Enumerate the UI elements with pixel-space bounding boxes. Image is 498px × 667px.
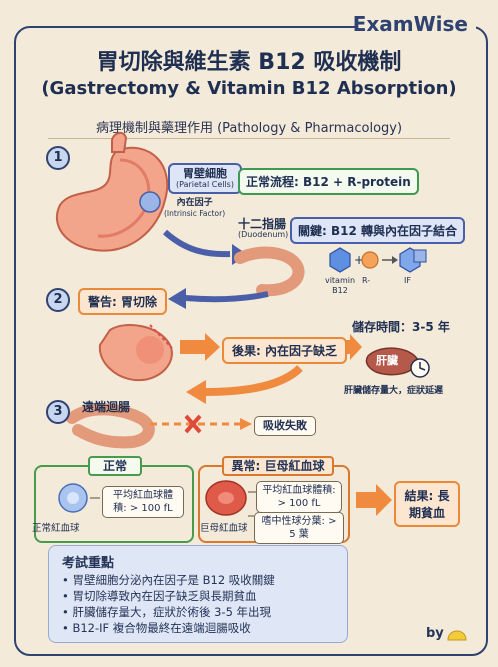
exam-point: 胃壁細胞分泌內在因子是 B12 吸收關鍵 [62, 572, 274, 588]
resected-stomach-illustration [98, 324, 173, 382]
exam-points-title: 考試重點 [62, 556, 115, 571]
normal-rbc-label: 正常紅血球 [32, 523, 80, 534]
duodenum-en: (Duodenum) [238, 230, 289, 240]
page-title-zh: 胃切除與維生素 B12 吸收機制 [96, 50, 402, 75]
liver-label: 肝臟 [376, 354, 398, 367]
b12-molecule [329, 247, 351, 273]
legend-if-label: IF [404, 276, 411, 285]
liver-illustration [365, 347, 430, 378]
step-number-3: 3 [46, 400, 70, 424]
consequence-box: 後果: 內在因子缺乏 [222, 337, 347, 364]
liver-note: 肝臟儲存量大，症狀延遲 [344, 386, 444, 396]
svg-text:+: + [354, 253, 364, 267]
exam-point: B12-IF 複合物最終在遠端迴腸吸收 [62, 620, 275, 636]
arrow-to-duodenum [162, 229, 231, 258]
normal-flow-box: 正常流程: B12 + R-protein [238, 168, 419, 195]
parietal-cells-label: 胃壁細胞 (Parietal Cells) [168, 163, 242, 194]
page-subtitle: 病理機制與藥理作用 (Pathology & Pharmacology) [95, 121, 403, 136]
title-divider [48, 138, 450, 139]
exam-point: 胃切除導致內在因子缺乏與長期貧血 [62, 588, 275, 604]
normal-rbc-illustration [58, 483, 88, 513]
duodenum-illustration [234, 246, 305, 297]
arrow-to-consequence [180, 333, 220, 361]
key-binding-box: 關鍵: B12 轉與內在因子結合 [290, 217, 466, 244]
normal-mcv-box: 平均紅血球體積: > 100 fL [102, 486, 184, 518]
duodenum-label: 十二指腸 (Duodenum) [238, 217, 289, 240]
megaloblast-label: 巨母紅血球 [200, 523, 248, 534]
brand-gap [356, 12, 476, 40]
duodenum-zh: 十二指腸 [238, 217, 287, 231]
step-number-1: 1 [46, 146, 70, 170]
lemon-icon [447, 630, 467, 641]
page-title-en: (Gastrectomy & Vitamin B12 Absorption) [41, 78, 457, 99]
exam-points-list: 胃壁細胞分泌內在因子是 B12 吸收關鍵 胃切除導致內在因子缺乏與長期貧血 肝臟… [62, 572, 275, 636]
arrow-to-step3-head [186, 380, 206, 404]
result-box: 結果: 長期貧血 [394, 481, 460, 527]
r-protein-shape [361, 251, 379, 269]
blocked-cross-icon [184, 414, 202, 434]
by-credit: by [426, 626, 444, 641]
intrinsic-factor-label: 內在因子 (Intrinsic Factor) [164, 198, 225, 218]
step-number-2: 2 [46, 288, 70, 312]
abnormal-panel-tag: 異常: 巨母紅血球 [222, 456, 334, 476]
intrinsic-factor-en: (Intrinsic Factor) [164, 208, 226, 218]
legend-b12-label: vitamin B12 [324, 276, 356, 295]
ileum-illustration [66, 403, 155, 449]
warning-gastrectomy-box: 警告: 胃切除 [78, 288, 167, 315]
outer-frame [14, 26, 488, 656]
legend-r-label: R- [362, 276, 371, 285]
brand-label: ExamWise [352, 12, 468, 36]
stomach-illustration [55, 132, 169, 252]
arrow-to-step2 [184, 291, 269, 303]
intrinsic-factor-zh: 內在因子 [176, 198, 213, 208]
arrow-to-step2-head [168, 288, 186, 309]
if-complex-shape [399, 247, 427, 273]
exam-point: 肝臟儲存量大，症狀於術後 3-5 年出現 [62, 604, 275, 620]
distal-ileum-label: 遠端迴腸 [82, 400, 131, 414]
storage-time-label: 儲存時間：3-5 年 [352, 320, 450, 334]
abnormal-mcv-box: 平均紅血球體積: > 100 fL [256, 481, 342, 513]
parietal-cells-zh: 胃壁細胞 [182, 167, 227, 180]
absorption-fail-box: 吸收失敗 [254, 416, 316, 437]
neutrophil-box: 嗜中性球分葉: > 5 葉 [254, 512, 344, 544]
megaloblast-illustration [205, 480, 247, 516]
normal-panel-tag: 正常 [88, 456, 142, 476]
arrow-to-step3 [204, 365, 303, 396]
arrow-to-result [356, 484, 392, 516]
parietal-cells-en: (Parietal Cells) [176, 180, 234, 190]
